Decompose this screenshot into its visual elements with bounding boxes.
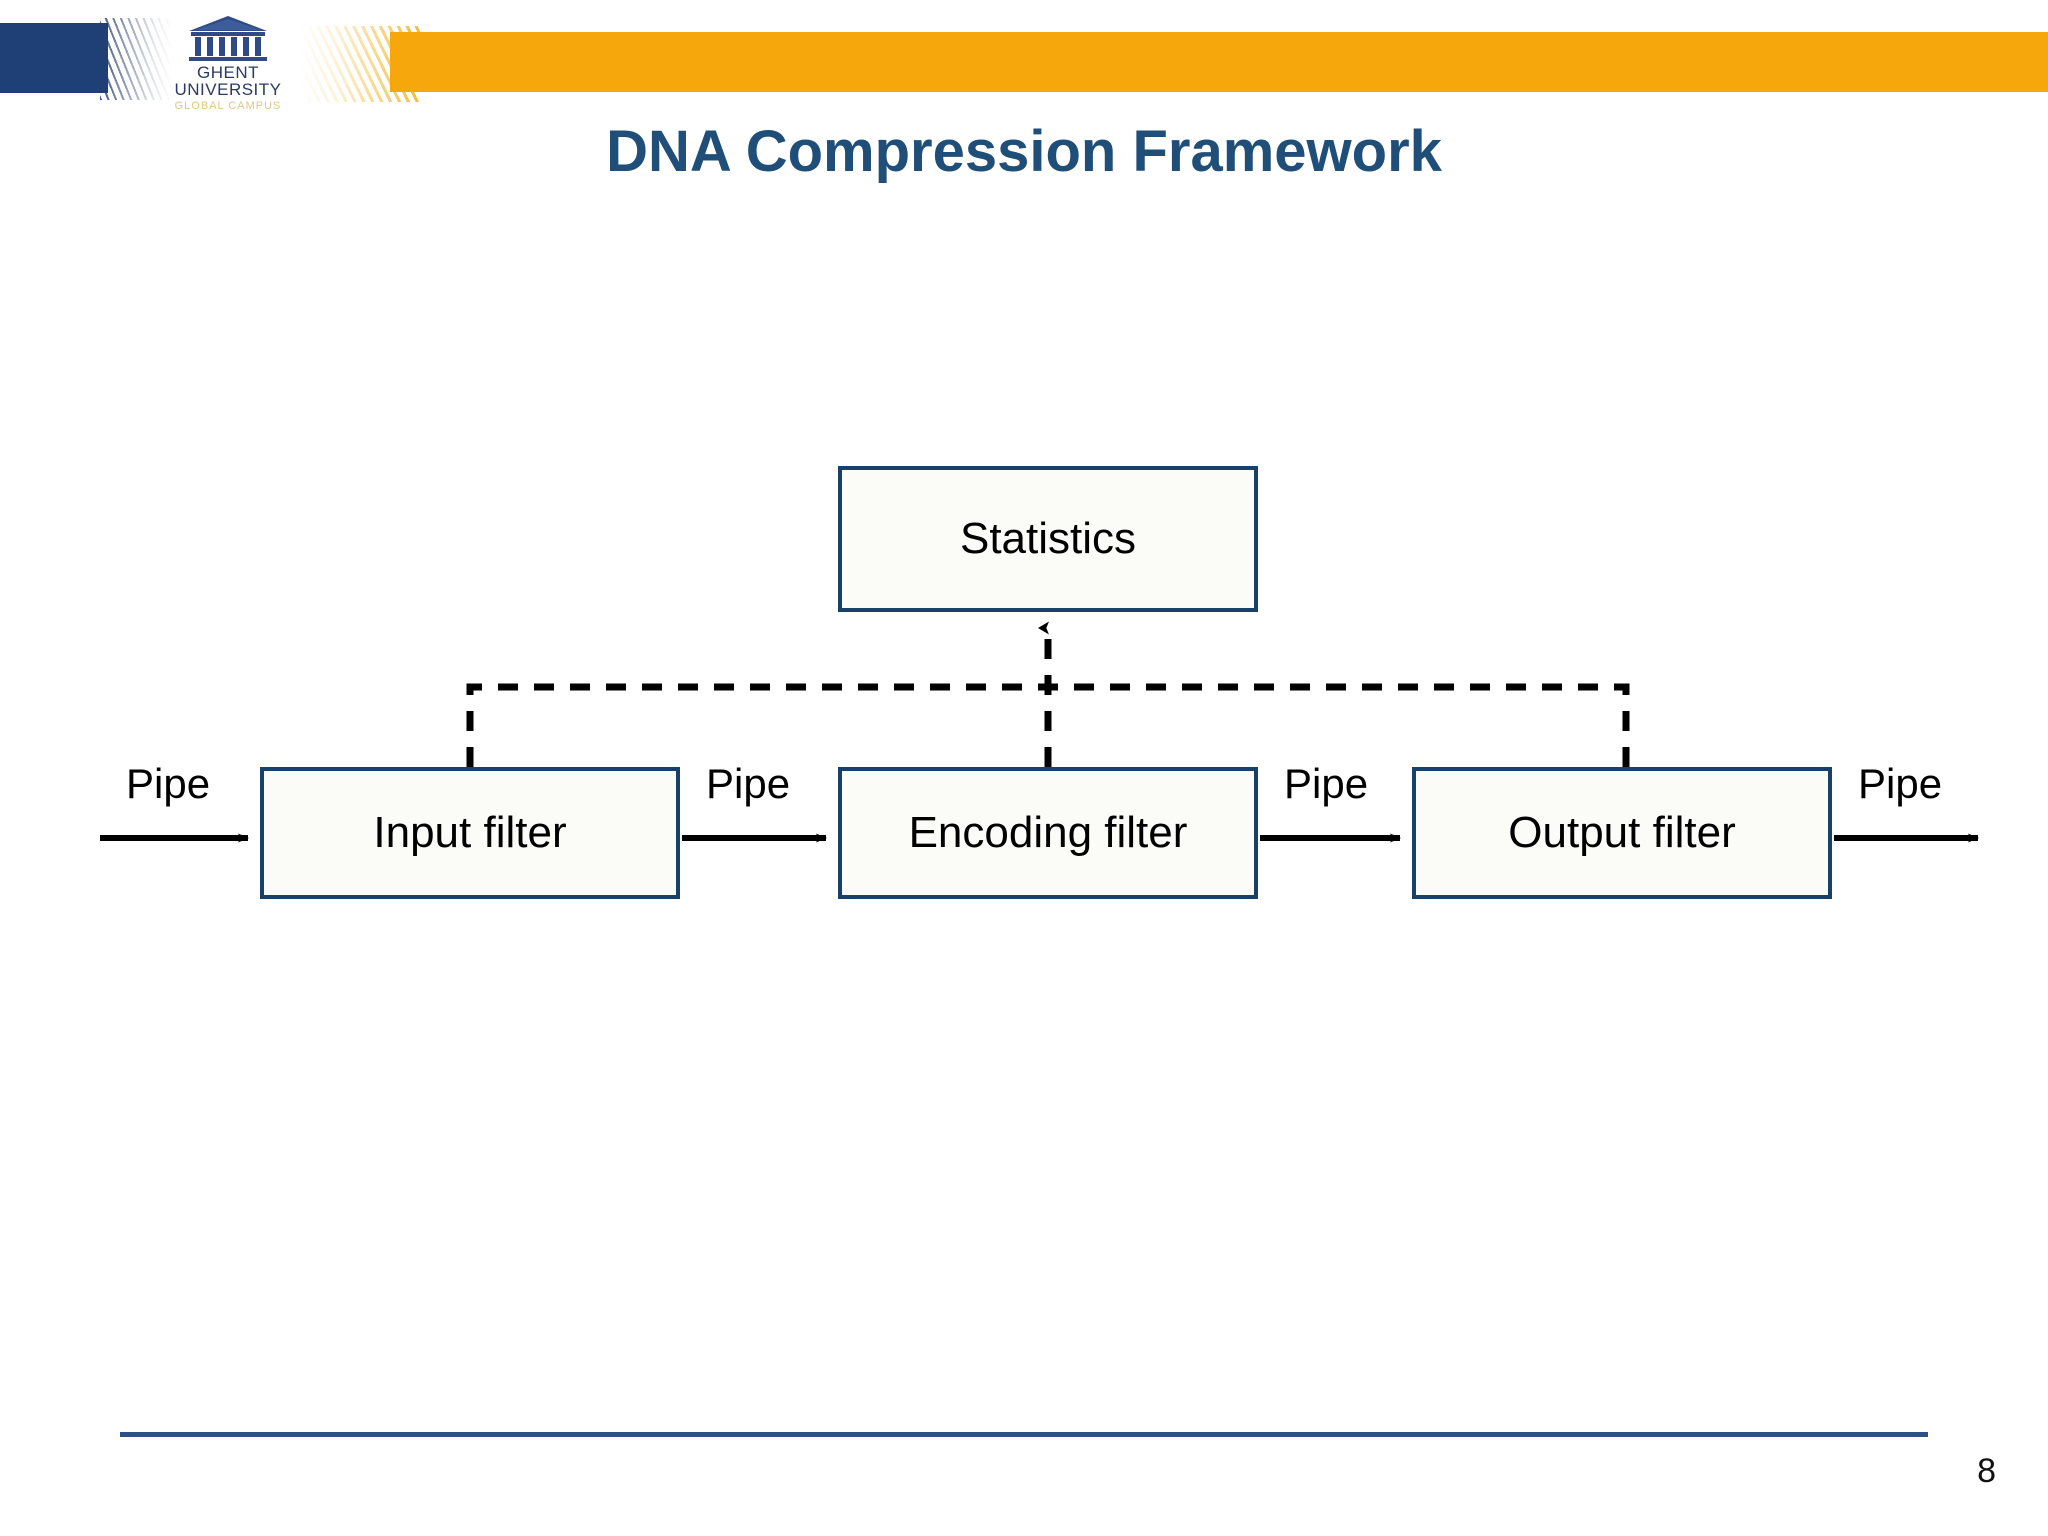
node-output-filter[interactable]: Output filter [1412,767,1832,899]
footer-divider [120,1432,1928,1437]
pipe-label-encoding-to-output: Pipe [1284,760,1369,807]
logo-text-line2: UNIVERSITY [174,80,282,100]
logo-text-line3: GLOBAL CAMPUS [174,99,282,112]
header-banner [0,0,2048,128]
header-yellow-band [390,32,2048,92]
dashed-feedback-bus [466,683,1630,767]
node-encoding-filter-label: Encoding filter [908,808,1188,857]
ghent-university-logo: GHENT UNIVERSITY GLOBAL CAMPUS [168,14,288,112]
page-title: DNA Compression Framework [606,119,1442,184]
pipe-label-out: Pipe [1858,760,1943,807]
header-blue-band-feather [100,18,172,100]
pipe-label-in: Pipe [126,760,211,807]
ghent-university-pediment-icon [189,16,267,61]
logo-text-line1: GHENT [197,63,259,82]
page-number: 8 [1977,1452,1996,1490]
node-encoding-filter[interactable]: Encoding filter [838,767,1258,899]
node-input-filter[interactable]: Input filter [260,767,680,899]
node-output-filter-label: Output filter [1508,808,1736,857]
node-statistics[interactable]: Statistics [838,466,1258,612]
node-statistics-label: Statistics [959,514,1137,563]
pipe-label-input-to-encoding: Pipe [706,760,791,807]
header-blue-band [0,23,108,93]
node-input-filter-label: Input filter [373,808,567,857]
